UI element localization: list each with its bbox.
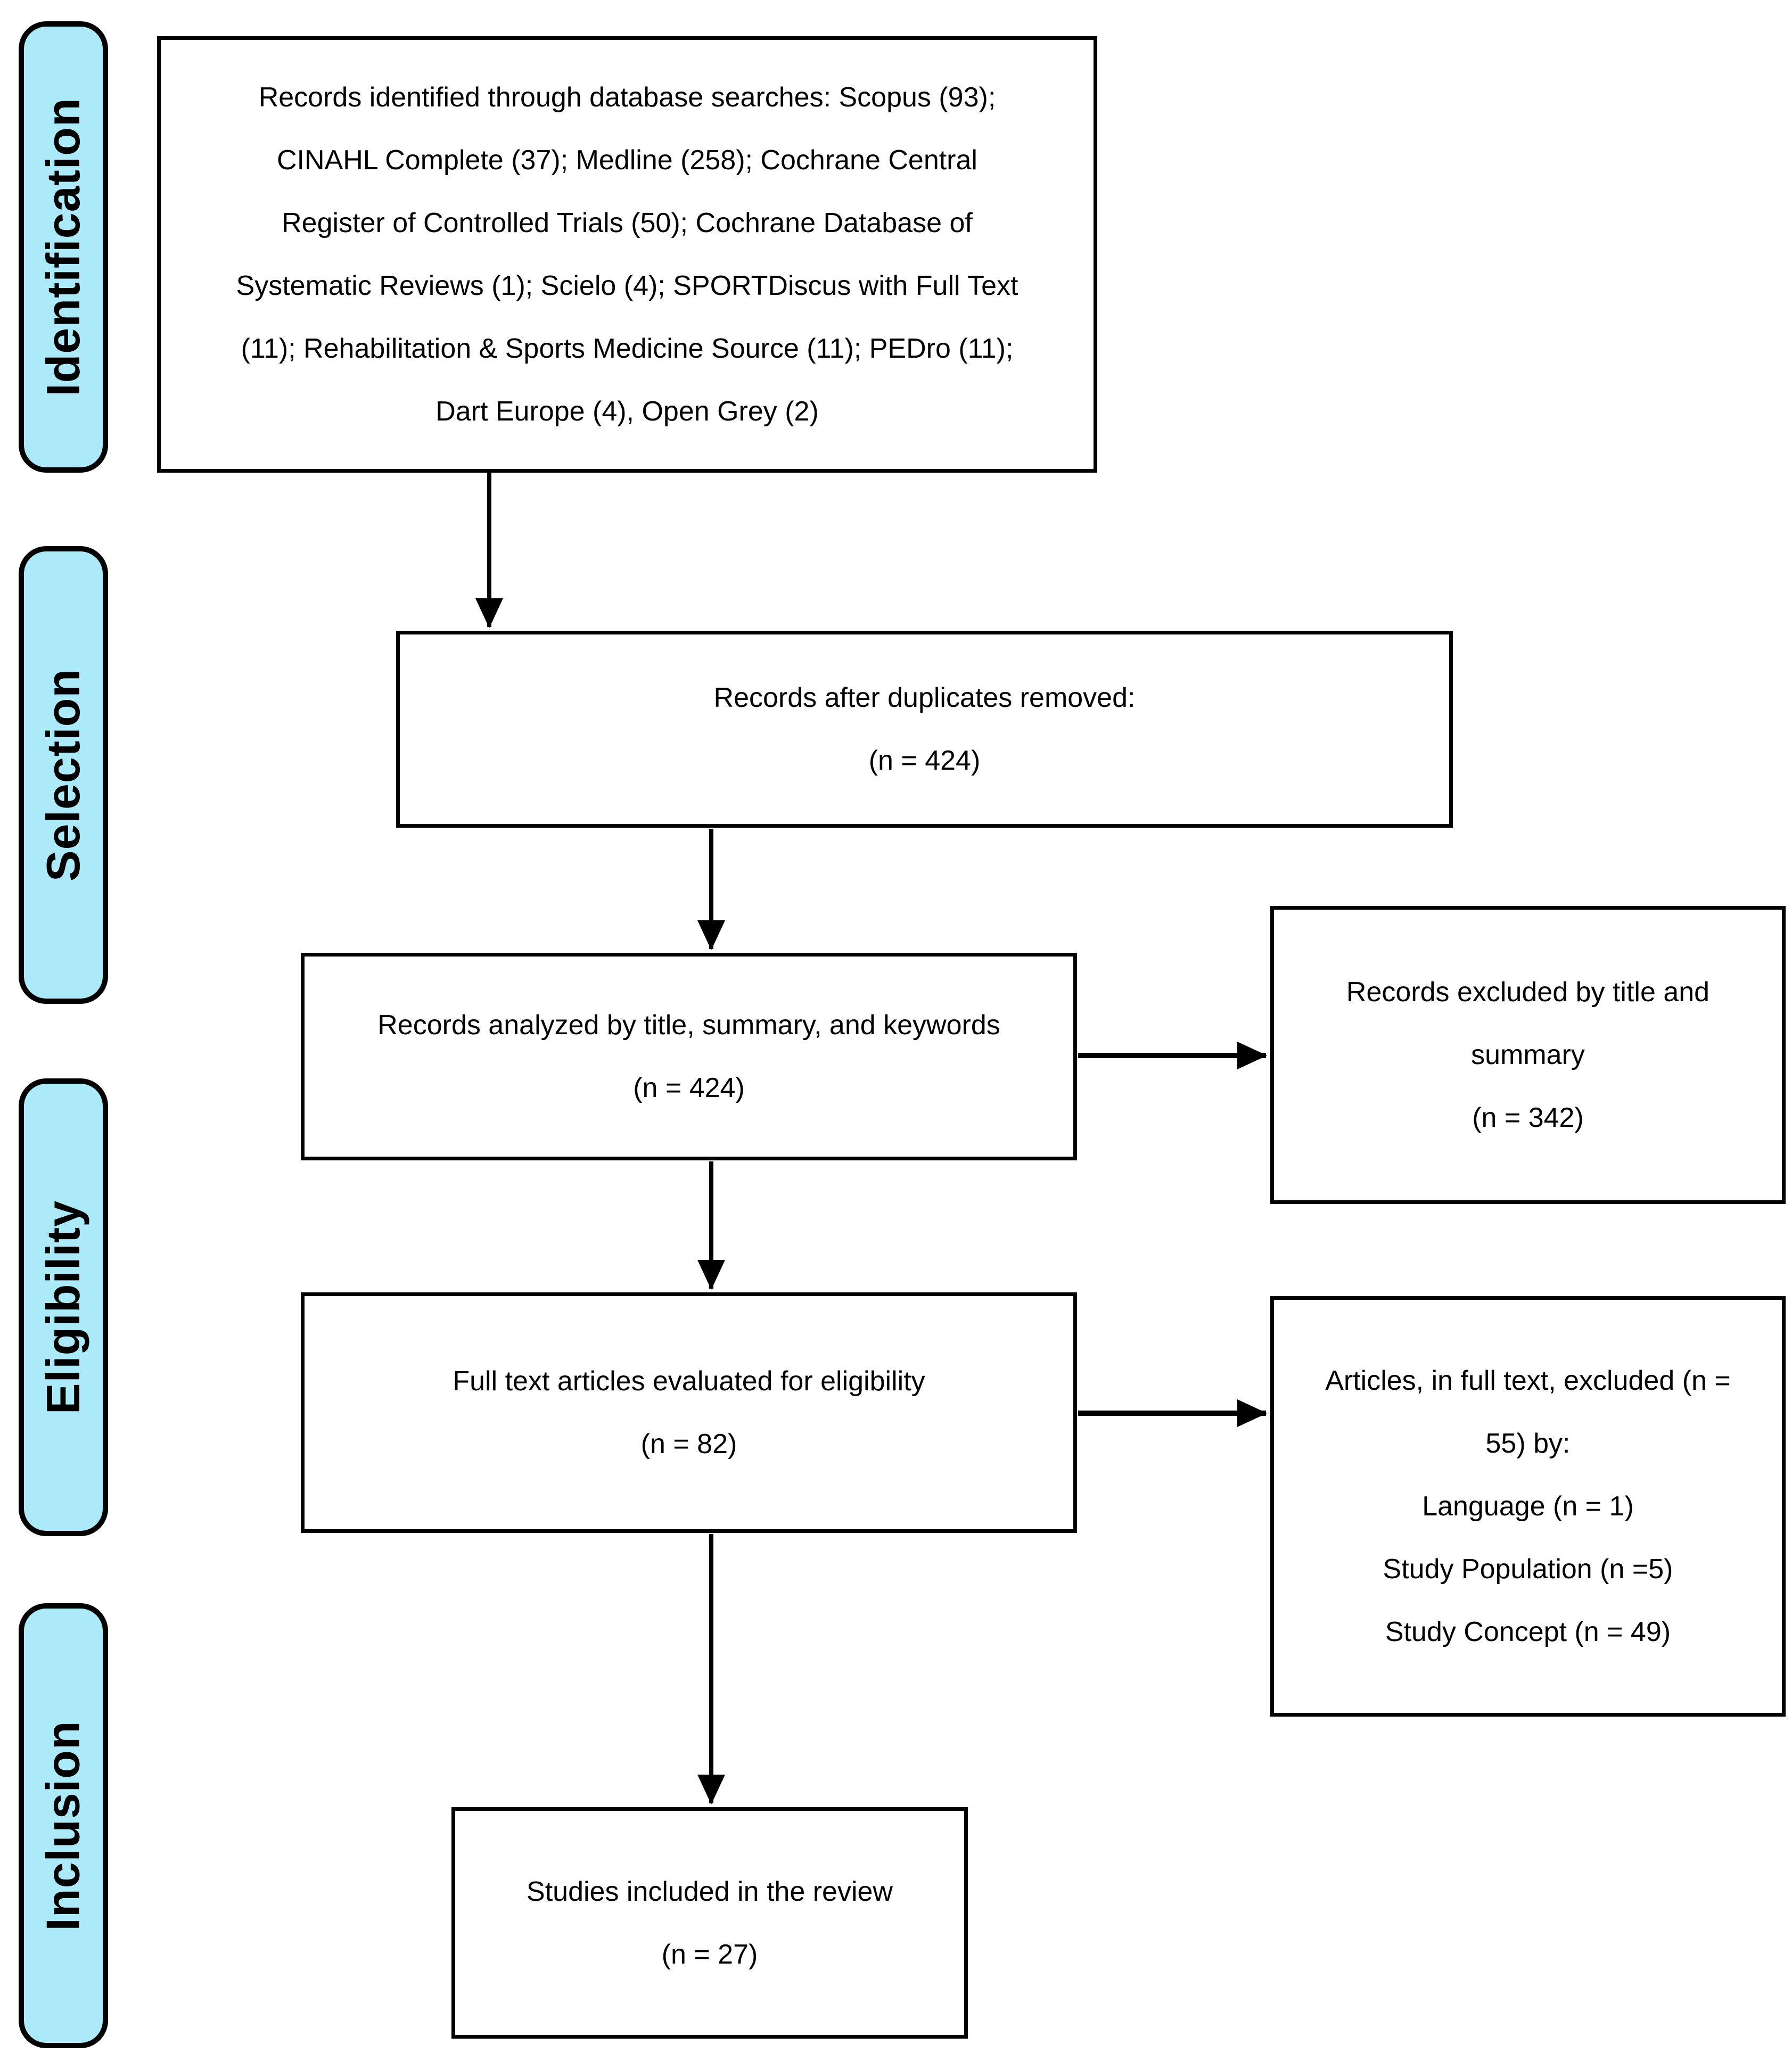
text-line: Study Concept (n = 49) bbox=[1385, 1617, 1671, 1647]
box-fulltext-evaluated: Full text articles evaluated for eligibi… bbox=[301, 1292, 1077, 1533]
text-line: Systematic Reviews (1); Scielo (4); SPOR… bbox=[236, 270, 1018, 301]
stage-eligibility-label: Eligibility bbox=[37, 1200, 89, 1415]
text-line: Records analyzed by title, summary, and … bbox=[377, 1010, 1000, 1041]
stage-inclusion: Inclusion bbox=[19, 1603, 108, 2048]
stage-identification-label: Identification bbox=[37, 97, 89, 397]
box-records-identified: Records identified through database sear… bbox=[157, 36, 1097, 473]
text-line: Records excluded by title and bbox=[1346, 977, 1710, 1008]
text-line: (n = 424) bbox=[868, 745, 981, 776]
text-line: Articles, in full text, excluded (n = bbox=[1325, 1365, 1731, 1396]
text-line: Full text articles evaluated for eligibi… bbox=[453, 1366, 925, 1397]
text-line: Records identified through database sear… bbox=[258, 82, 996, 113]
box-excluded-title-summary: Records excluded by title and summary (n… bbox=[1270, 906, 1786, 1204]
text-line: summary bbox=[1471, 1040, 1585, 1070]
stage-inclusion-label: Inclusion bbox=[37, 1720, 89, 1931]
text-line: 55) by: bbox=[1485, 1428, 1571, 1459]
text-line: (n = 424) bbox=[633, 1073, 745, 1103]
text-line: Language (n = 1) bbox=[1422, 1491, 1634, 1522]
text-line: Register of Controlled Trials (50); Coch… bbox=[282, 208, 973, 238]
text-line: (11); Rehabilitation & Sports Medicine S… bbox=[241, 333, 1014, 364]
text-line: Studies included in the review bbox=[527, 1876, 893, 1907]
text-line: (n = 27) bbox=[661, 1939, 758, 1970]
text-line: Records after duplicates removed: bbox=[713, 682, 1136, 713]
text-line: Dart Europe (4), Open Grey (2) bbox=[435, 396, 819, 427]
stage-selection-label: Selection bbox=[37, 668, 90, 882]
text-line: (n = 82) bbox=[640, 1429, 737, 1460]
text-line: Study Population (n =5) bbox=[1383, 1554, 1673, 1585]
text-line: CINAHL Complete (37); Medline (258); Coc… bbox=[277, 145, 977, 176]
box-records-analyzed: Records analyzed by title, summary, and … bbox=[301, 953, 1077, 1160]
stage-identification: Identification bbox=[19, 21, 108, 473]
text-line: (n = 342) bbox=[1472, 1102, 1584, 1133]
box-duplicates-removed: Records after duplicates removed: (n = 4… bbox=[396, 631, 1453, 828]
stage-eligibility: Eligibility bbox=[19, 1078, 108, 1536]
box-studies-included: Studies included in the review (n = 27) bbox=[451, 1807, 968, 2039]
stage-selection: Selection bbox=[19, 546, 108, 1004]
box-fulltext-excluded: Articles, in full text, excluded (n = 55… bbox=[1270, 1296, 1786, 1717]
